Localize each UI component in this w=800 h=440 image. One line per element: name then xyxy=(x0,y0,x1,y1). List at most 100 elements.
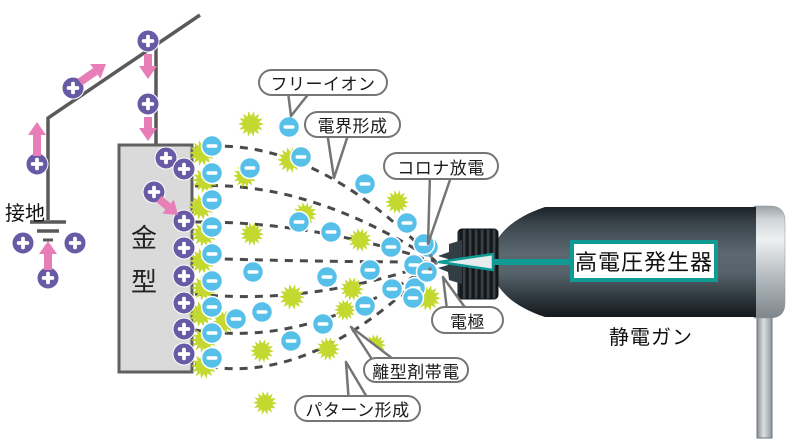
minus-sign xyxy=(206,171,218,175)
plus-charge xyxy=(172,264,196,288)
field-line xyxy=(194,260,437,299)
minus-ion xyxy=(379,235,403,259)
charge-arrow xyxy=(39,241,57,270)
callout-tail-corona-discharge xyxy=(426,172,454,246)
release-agent-star xyxy=(316,337,340,361)
plus-sign xyxy=(152,185,156,199)
ground-symbol xyxy=(30,220,66,242)
charge-arrow-head xyxy=(162,199,178,215)
minus-ion xyxy=(200,188,224,212)
plus-charge xyxy=(172,236,196,260)
minus-sign xyxy=(244,166,256,170)
minus-ion xyxy=(287,210,311,234)
minus-sign xyxy=(206,225,218,229)
minus-ion xyxy=(319,220,343,244)
callout-tail-field-formation xyxy=(325,130,351,180)
plus-charge xyxy=(136,29,160,53)
minus-ion xyxy=(241,260,265,284)
plus-charge xyxy=(172,291,196,315)
minus-sign xyxy=(408,263,420,267)
gun-end-cap xyxy=(753,205,786,319)
plus-sign xyxy=(73,236,77,250)
positive-charges xyxy=(11,29,196,366)
minus-ion xyxy=(289,145,313,169)
minus-ion xyxy=(315,265,339,289)
plus-sign xyxy=(146,97,150,111)
minus-ion xyxy=(238,156,262,180)
minus-ion xyxy=(200,242,224,266)
charge-arrow xyxy=(139,54,157,79)
release-agent-star xyxy=(279,284,305,310)
hv-pointer-line xyxy=(487,259,575,265)
plus-sign xyxy=(182,322,186,336)
release-agent-star xyxy=(348,228,372,252)
corona-speck xyxy=(429,254,433,258)
callout-corona-discharge: コロナ放電 xyxy=(383,152,499,180)
plus-sign xyxy=(182,296,186,310)
release-agent-star xyxy=(340,277,364,301)
plus-charge xyxy=(11,231,35,255)
minus-ion xyxy=(200,295,224,319)
plus-charge xyxy=(154,146,178,170)
charge-arrow xyxy=(156,195,178,215)
plus-sign xyxy=(71,81,75,95)
release-agent-star xyxy=(250,339,274,363)
plus-charge xyxy=(63,231,87,255)
minus-ion xyxy=(200,161,224,185)
callout-pattern-formation: パターン形成 xyxy=(294,395,421,422)
release-agent-star xyxy=(334,299,356,321)
minus-ion xyxy=(224,307,248,331)
minus-sign xyxy=(321,275,333,279)
plus-charge xyxy=(142,180,166,204)
plus-charge xyxy=(61,76,85,100)
gun-caption: 静電ガン xyxy=(609,327,693,349)
minus-ion xyxy=(200,134,224,158)
minus-sign xyxy=(359,304,371,308)
minus-ion xyxy=(415,260,439,284)
plus-sign xyxy=(46,271,50,285)
charge-arrow-head xyxy=(139,128,157,141)
minus-ion xyxy=(353,172,377,196)
charge-arrow xyxy=(77,64,106,86)
minus-sign xyxy=(206,144,218,148)
callout-tails xyxy=(286,90,471,406)
plus-charge xyxy=(136,92,160,116)
minus-ion xyxy=(200,269,224,293)
callout-free-ion: フリーイオン xyxy=(258,69,388,96)
plus-sign xyxy=(21,236,25,250)
mold-label-1: 金 xyxy=(131,223,157,253)
plus-charge xyxy=(25,152,49,176)
minus-sign xyxy=(407,296,419,300)
charge-arrow xyxy=(139,117,157,141)
plus-sign xyxy=(146,34,150,48)
charge-arrow-head xyxy=(39,241,57,254)
release-agent-star xyxy=(385,190,409,214)
plus-sign xyxy=(164,151,168,165)
mold-label-2: 型 xyxy=(131,267,157,297)
callout-release-agent-charging: 離型剤帯電 xyxy=(363,357,469,383)
corona-speck xyxy=(428,267,432,271)
minus-sign xyxy=(285,339,297,343)
minus-ion xyxy=(401,286,425,310)
minus-sign xyxy=(256,310,268,314)
plus-charge xyxy=(172,209,196,233)
charge-arrow-head xyxy=(90,64,106,79)
minus-ion xyxy=(250,300,274,324)
minus-ion xyxy=(395,211,419,235)
gun-mount-pole xyxy=(756,315,773,439)
plus-charge xyxy=(172,342,196,366)
release-agent-star xyxy=(240,222,264,246)
minus-ion xyxy=(279,329,303,353)
field-line xyxy=(194,220,437,264)
plus-sign xyxy=(182,241,186,255)
plus-sign xyxy=(182,162,186,176)
charge-flow-arrows xyxy=(28,54,178,270)
minus-sign xyxy=(206,356,218,360)
minus-sign xyxy=(295,155,307,159)
ground-label: 接地 xyxy=(5,203,45,225)
charge-arrow-head xyxy=(28,122,46,135)
minus-sign xyxy=(317,322,329,326)
minus-sign xyxy=(293,220,305,224)
minus-ion xyxy=(311,312,335,336)
